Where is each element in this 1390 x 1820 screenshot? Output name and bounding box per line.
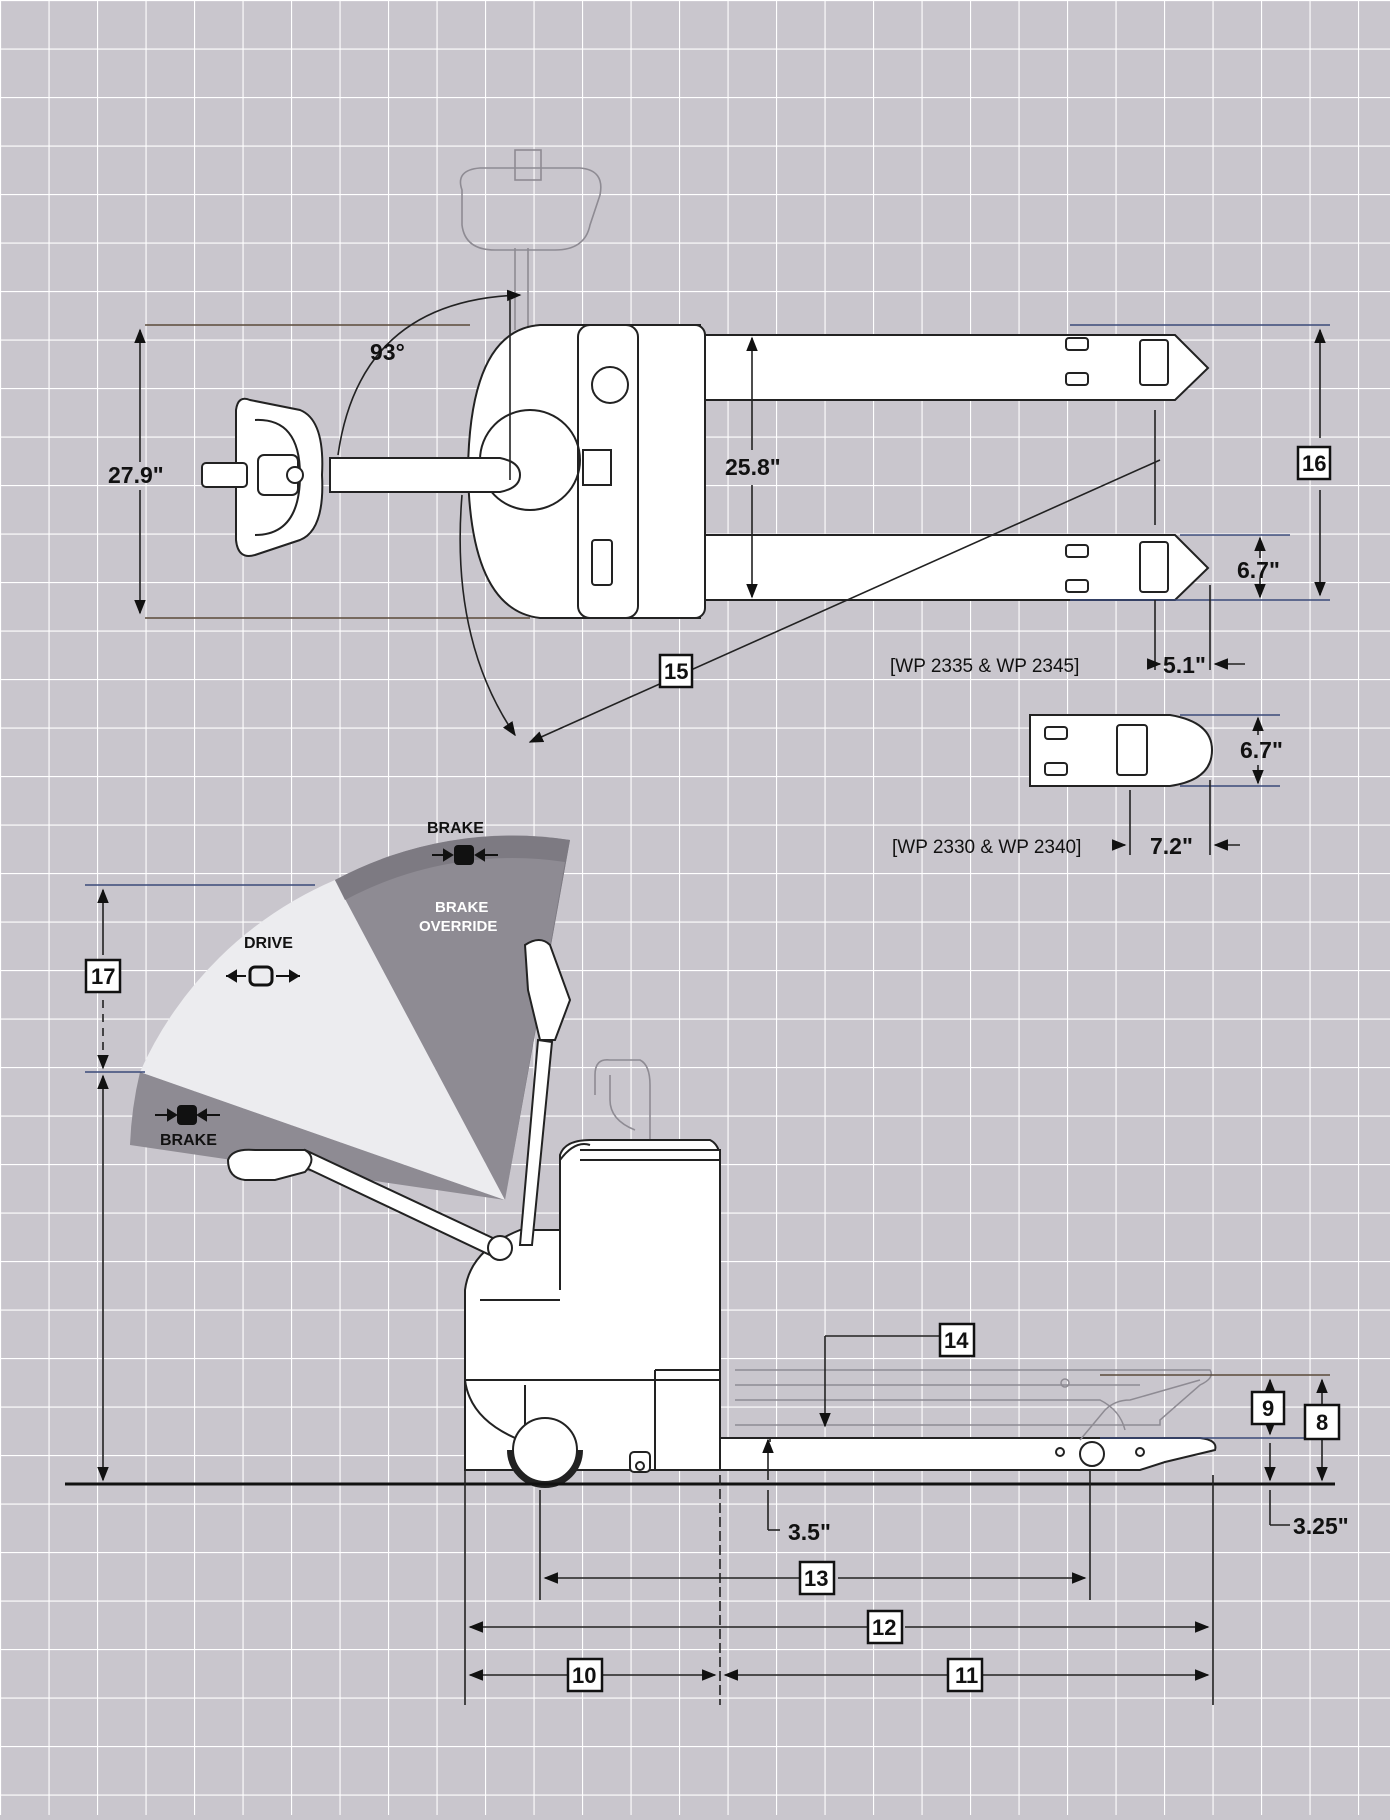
- zone-drive-label: DRIVE: [244, 935, 293, 952]
- zone-brake-bottom-label: BRAKE: [160, 1132, 217, 1149]
- top-dimensions: [134, 289, 1330, 743]
- callout-15: 15: [658, 653, 694, 689]
- brake-bottom-icon: [155, 1105, 220, 1125]
- svg-text:16: 16: [1302, 451, 1326, 476]
- fork-tip-height-label: 3.25": [1293, 1513, 1349, 1539]
- brake-top-icon: [432, 845, 498, 865]
- svg-text:17: 17: [91, 964, 115, 989]
- outside-fork-width-label: 25.8": [725, 454, 781, 480]
- top-view: [201, 149, 1210, 619]
- callout-14: 14: [938, 1322, 976, 1358]
- tiller-arm: [329, 457, 522, 493]
- fork-lower: [700, 534, 1210, 601]
- fork-width-label: 6.7": [1237, 557, 1280, 583]
- zone-brake-override-label-1: BRAKE: [435, 899, 488, 916]
- lowered-fork-height-label: 3.5": [788, 1519, 831, 1545]
- fork-upper: [700, 334, 1210, 401]
- zone-brake-top-label: BRAKE: [427, 820, 484, 837]
- zone-drive: [140, 880, 505, 1200]
- zone-brake-top: [335, 835, 570, 1200]
- callout-10: 10: [566, 1657, 604, 1693]
- control-zones: [130, 835, 570, 1200]
- svg-text:8: 8: [1316, 1410, 1328, 1435]
- svg-text:11: 11: [955, 1663, 978, 1688]
- alt-fork-width-label: 6.7": [1240, 737, 1283, 763]
- svg-text:10: 10: [572, 1663, 596, 1688]
- ghost-handle: [459, 149, 602, 330]
- fork-models-note: [WP 2335 & WP 2345]: [890, 656, 1079, 677]
- zone-brake-override: [335, 835, 570, 1200]
- callout-9: 9: [1250, 1390, 1286, 1426]
- drive-wheel: [512, 1417, 578, 1483]
- overall-width-label: 27.9": [108, 462, 164, 488]
- tiller-upright: [518, 1038, 554, 1246]
- alt-fork-models-note: [WP 2330 & WP 2340]: [892, 837, 1081, 858]
- svg-text:13: 13: [804, 1566, 828, 1591]
- side-view-truck: [65, 939, 1335, 1488]
- svg-text:15: 15: [664, 659, 688, 684]
- drive-icon: [226, 965, 300, 987]
- callout-16: 16: [1296, 445, 1332, 481]
- zone-brake-bottom: [130, 1072, 505, 1200]
- angle-label: 93°: [370, 339, 405, 365]
- alt-fork-tip: [1029, 714, 1280, 855]
- callout-17: 17: [84, 958, 122, 994]
- side-dimensions: [85, 884, 1330, 1705]
- fork-side: [719, 1437, 1217, 1471]
- callout-13: 13: [798, 1560, 836, 1596]
- callout-11: 11: [946, 1657, 984, 1693]
- zone-brake-override-label-2: OVERRIDE: [419, 918, 497, 935]
- alt-fork-tip-label: 7.2": [1150, 833, 1193, 859]
- tiller-handle: [201, 397, 324, 557]
- fork-tip-label: 5.1": [1163, 652, 1206, 678]
- svg-text:9: 9: [1262, 1396, 1274, 1421]
- callout-12: 12: [866, 1609, 904, 1645]
- callout-8: 8: [1303, 1403, 1341, 1441]
- svg-text:14: 14: [944, 1328, 969, 1353]
- svg-text:12: 12: [872, 1615, 896, 1640]
